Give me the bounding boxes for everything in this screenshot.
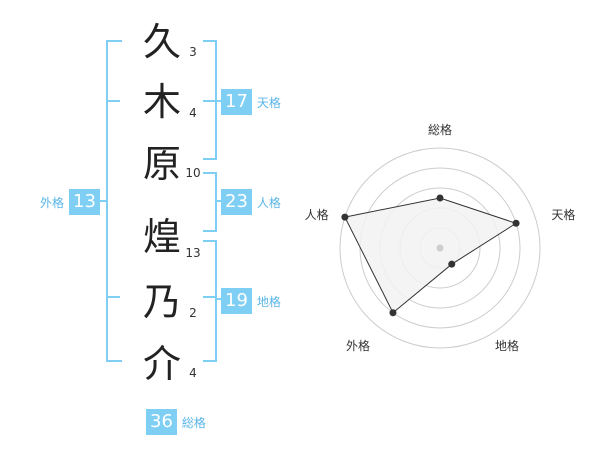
- chikaku-bracket: [203, 240, 217, 362]
- radar-axis-label-1: 総格: [428, 122, 452, 137]
- tenkaku-value: 17: [221, 89, 252, 115]
- radar-axis-label-2: 天格: [551, 207, 575, 222]
- stroke-count-2: 4: [189, 106, 197, 120]
- bracket-tick: [203, 296, 215, 298]
- name-char-3: 原: [142, 142, 181, 186]
- radar-axis-label-4: 外格: [346, 338, 370, 353]
- gaikaku-value: 13: [69, 189, 100, 215]
- gaikaku-badge: 外格 13: [40, 189, 100, 215]
- chikaku-badge: 19 地格: [221, 288, 281, 314]
- stroke-count-1: 3: [189, 45, 197, 59]
- radar-point-2: [512, 219, 520, 227]
- bracket-tick: [106, 100, 120, 102]
- soukaku-value: 36: [146, 409, 177, 435]
- radar-point-1: [436, 194, 444, 202]
- bracket-tick: [106, 296, 120, 298]
- jinkaku-label: 人格: [256, 195, 281, 210]
- stroke-count-6: 4: [189, 366, 197, 380]
- name-char-6: 介: [142, 342, 181, 386]
- name-char-5: 乃: [142, 280, 181, 324]
- jinkaku-value: 23: [221, 189, 252, 215]
- radar-center-dot: [436, 244, 444, 252]
- radar-point-3: [448, 260, 456, 268]
- radar-data-area: [344, 197, 518, 314]
- chikaku-label: 地格: [256, 294, 281, 309]
- stroke-count-4: 13: [185, 246, 201, 260]
- name-char-4: 煌: [142, 215, 181, 259]
- name-char-1: 久: [142, 20, 181, 64]
- radar-grid-ring: [339, 147, 541, 349]
- soukaku-badge: 36 総格: [146, 409, 206, 435]
- gaikaku-label: 外格: [40, 195, 65, 210]
- name-char-2: 木: [142, 80, 181, 124]
- stroke-count-5: 2: [189, 306, 197, 320]
- radar-axis-label-3: 地格: [495, 338, 519, 353]
- bracket-connector: [94, 200, 106, 202]
- gaikaku-bracket: [106, 40, 122, 362]
- radar-axis-label-5: 人格: [305, 207, 329, 222]
- radar-point-5: [341, 213, 349, 221]
- bracket-tick: [203, 100, 215, 102]
- soukaku-label: 総格: [181, 415, 206, 430]
- chikaku-value: 19: [221, 288, 252, 314]
- bracket-connector: [215, 298, 223, 300]
- radar-point-4: [389, 309, 397, 317]
- stroke-count-3: 10: [185, 166, 201, 180]
- bracket-connector: [215, 100, 223, 102]
- jinkaku-badge: 23 人格: [221, 189, 281, 215]
- tenkaku-label: 天格: [256, 95, 281, 110]
- jinkaku-bracket: [203, 172, 217, 232]
- bracket-connector: [215, 200, 223, 202]
- tenkaku-badge: 17 天格: [221, 89, 281, 115]
